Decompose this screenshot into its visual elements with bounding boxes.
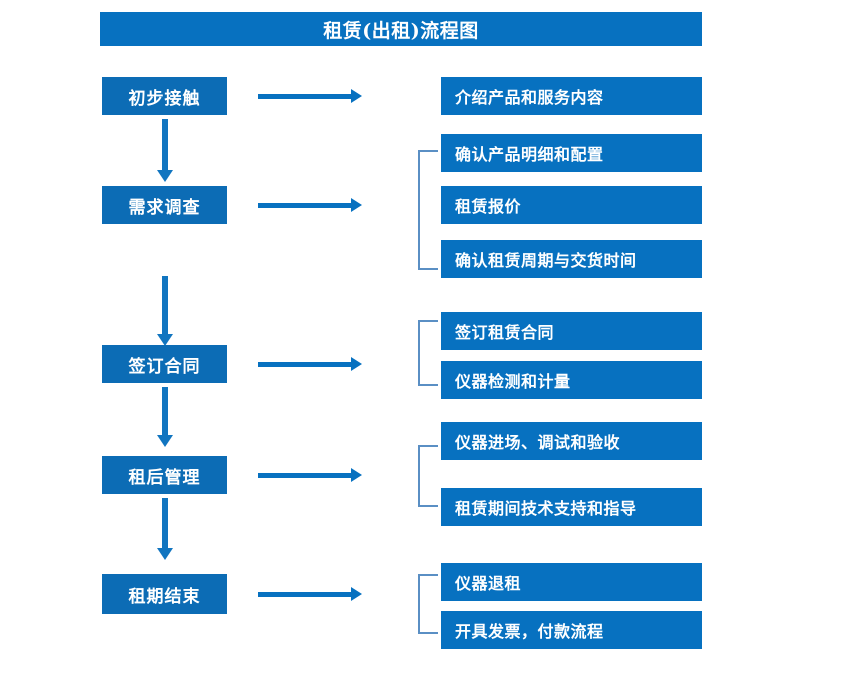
detail-box-9[interactable]: 仪器退租 bbox=[441, 563, 702, 601]
detail-label-7: 仪器进场、调试和验收 bbox=[455, 433, 621, 452]
detail-label-2: 确认产品明细和配置 bbox=[455, 145, 604, 164]
detail-box-5[interactable]: 签订租赁合同 bbox=[441, 312, 702, 350]
detail-box-3[interactable]: 租赁报价 bbox=[441, 186, 702, 224]
connector-arrow-4 bbox=[157, 498, 173, 560]
detail-box-10[interactable]: 开具发票，付款流程 bbox=[441, 611, 702, 649]
arrow-shaft bbox=[258, 94, 351, 99]
arrow-stage-1-to-details bbox=[258, 89, 362, 103]
stage-box-1[interactable]: 初步接触 bbox=[102, 77, 227, 115]
arrow-head bbox=[157, 170, 173, 182]
arrow-stage-4-to-details bbox=[258, 468, 362, 482]
arrow-stage-5-to-details bbox=[258, 587, 362, 601]
arrow-head bbox=[351, 587, 362, 601]
detail-box-4[interactable]: 确认租赁周期与交货时间 bbox=[441, 240, 702, 278]
detail-box-2[interactable]: 确认产品明细和配置 bbox=[441, 134, 702, 172]
stage-label-5: 租期结束 bbox=[128, 586, 201, 607]
arrow-head bbox=[351, 468, 362, 482]
detail-box-6[interactable]: 仪器检测和计量 bbox=[441, 361, 702, 399]
arrow-head bbox=[157, 548, 173, 560]
stage-box-3[interactable]: 签订合同 bbox=[102, 345, 227, 383]
detail-box-7[interactable]: 仪器进场、调试和验收 bbox=[441, 422, 702, 460]
arrow-head bbox=[157, 435, 173, 447]
group-bracket-5 bbox=[418, 574, 438, 634]
stage-box-2[interactable]: 需求调查 bbox=[102, 186, 227, 224]
arrow-head bbox=[157, 334, 173, 346]
arrow-shaft bbox=[162, 119, 168, 170]
connector-arrow-2 bbox=[157, 276, 173, 346]
stage-label-2: 需求调查 bbox=[128, 197, 201, 218]
group-bracket-2 bbox=[418, 150, 438, 270]
detail-label-6: 仪器检测和计量 bbox=[455, 372, 571, 391]
stage-label-3: 签订合同 bbox=[128, 356, 201, 377]
page-title: 租赁(出租)流程图 bbox=[323, 19, 479, 42]
detail-label-10: 开具发票，付款流程 bbox=[455, 622, 604, 641]
stage-label-4: 租后管理 bbox=[128, 467, 201, 488]
arrow-head bbox=[351, 357, 362, 371]
arrow-shaft bbox=[258, 203, 351, 208]
stage-box-4[interactable]: 租后管理 bbox=[102, 456, 227, 494]
detail-label-1: 介绍产品和服务内容 bbox=[455, 88, 604, 107]
chart-title-banner: 租赁(出租)流程图 bbox=[100, 12, 702, 46]
group-bracket-3 bbox=[418, 320, 438, 386]
connector-arrow-3 bbox=[157, 387, 173, 447]
connector-arrow-1 bbox=[157, 119, 173, 182]
arrow-shaft bbox=[162, 387, 168, 435]
arrow-stage-3-to-details bbox=[258, 357, 362, 371]
arrow-shaft bbox=[258, 473, 351, 478]
arrow-shaft bbox=[258, 362, 351, 367]
detail-box-8[interactable]: 租赁期间技术支持和指导 bbox=[441, 488, 702, 526]
detail-label-4: 确认租赁周期与交货时间 bbox=[455, 251, 637, 270]
detail-label-8: 租赁期间技术支持和指导 bbox=[455, 499, 637, 518]
arrow-stage-2-to-details bbox=[258, 198, 362, 212]
arrow-shaft bbox=[162, 276, 168, 334]
arrow-shaft bbox=[162, 498, 168, 548]
arrow-shaft bbox=[258, 592, 351, 597]
detail-box-1[interactable]: 介绍产品和服务内容 bbox=[441, 77, 702, 115]
group-bracket-4 bbox=[418, 445, 438, 507]
stage-label-1: 初步接触 bbox=[128, 88, 201, 109]
detail-label-3: 租赁报价 bbox=[455, 197, 522, 216]
arrow-head bbox=[351, 89, 362, 103]
detail-label-9: 仪器退租 bbox=[455, 574, 522, 593]
detail-label-5: 签订租赁合同 bbox=[455, 323, 555, 342]
arrow-head bbox=[351, 198, 362, 212]
stage-box-5[interactable]: 租期结束 bbox=[102, 574, 227, 614]
